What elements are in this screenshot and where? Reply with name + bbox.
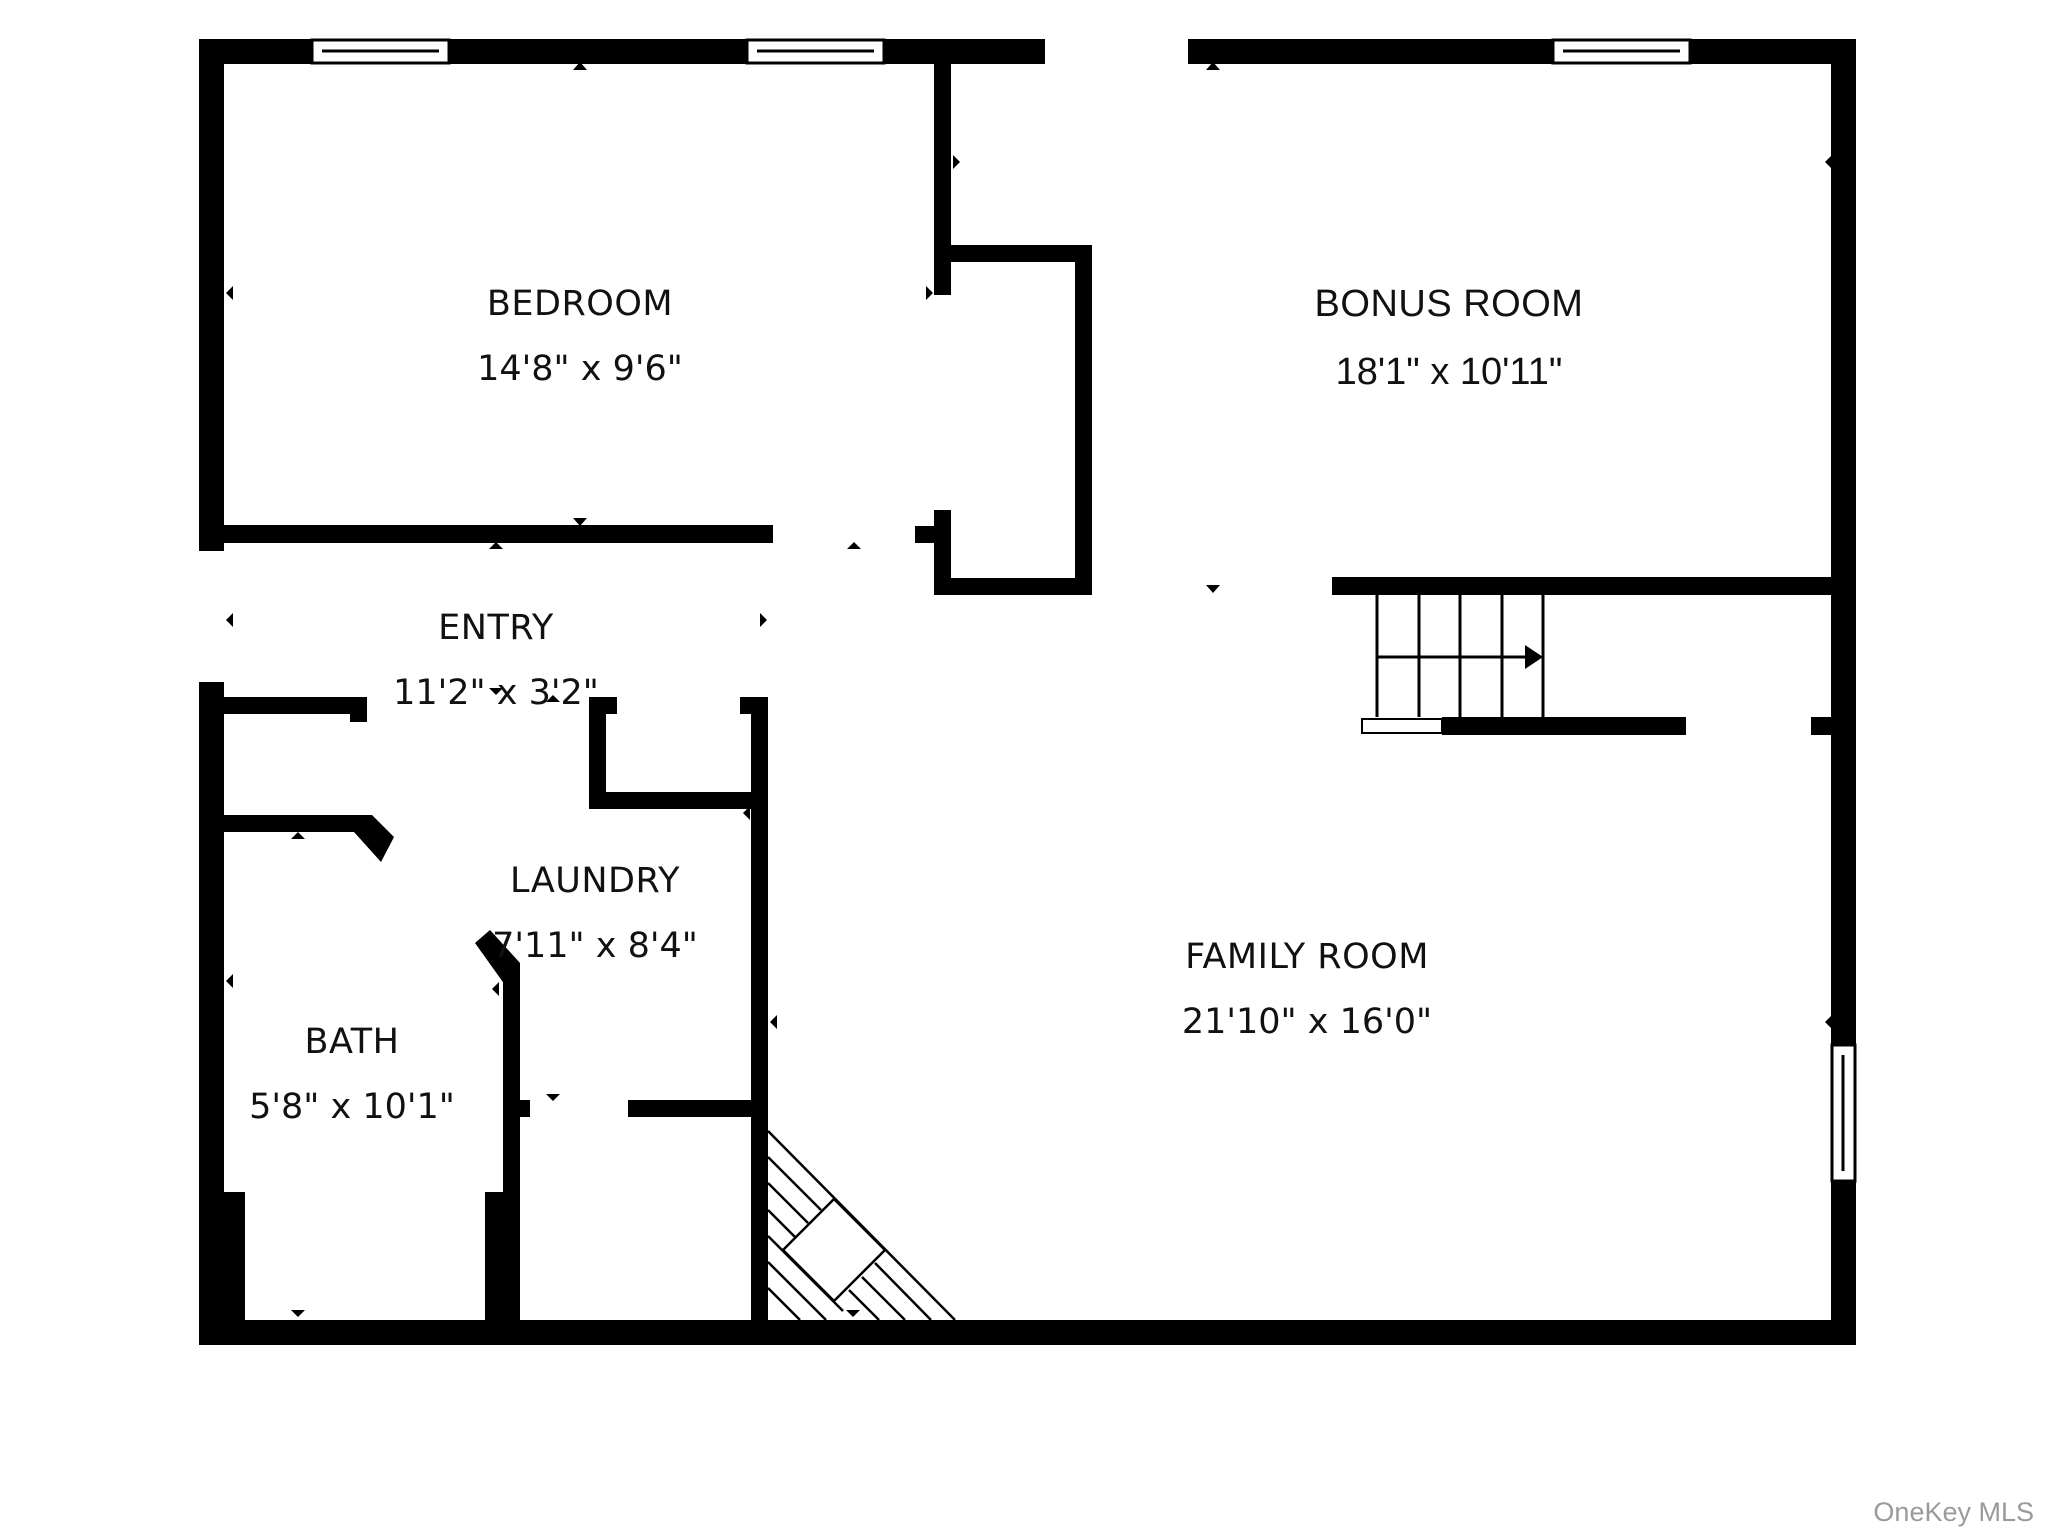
staircase-lower (767, 1130, 956, 1321)
room-dimensions: 21'10" x 16'0" (1181, 1002, 1433, 1042)
windows (310, 38, 1857, 1183)
room-dimensions: 11'2" x 3'2" (393, 673, 599, 713)
door-markers (226, 62, 1832, 1317)
staircase-upper (1375, 595, 1545, 717)
room-name: ENTRY (438, 608, 554, 648)
room-name: BATH (304, 1022, 400, 1062)
room-name: BEDROOM (486, 284, 674, 324)
room-label-bath: BATH 5'8" x 10'1" (249, 1025, 455, 1125)
room-label-laundry: LAUNDRY 7'11" x 8'4" (492, 864, 698, 964)
room-label-bonus-room: BONUS ROOM 18'1" x 10'11" (1315, 285, 1584, 391)
room-dimensions: 18'1" x 10'11" (1335, 351, 1563, 393)
room-dimensions: 5'8" x 10'1" (249, 1087, 455, 1127)
room-label-bedroom: BEDROOM 14'8" x 9'6" (477, 287, 683, 387)
room-label-family-room: FAMILY ROOM 21'10" x 16'0" (1182, 940, 1432, 1040)
room-dimensions: 14'8" x 9'6" (477, 349, 683, 389)
walls (199, 39, 1856, 1345)
room-name: FAMILY ROOM (1185, 937, 1429, 977)
watermark: OneKey MLS (1873, 1497, 2034, 1527)
room-dimensions: 7'11" x 8'4" (492, 926, 698, 966)
room-name: BONUS ROOM (1314, 283, 1584, 325)
room-name: LAUNDRY (510, 861, 680, 901)
room-label-entry: ENTRY 11'2" x 3'2" (393, 611, 599, 711)
